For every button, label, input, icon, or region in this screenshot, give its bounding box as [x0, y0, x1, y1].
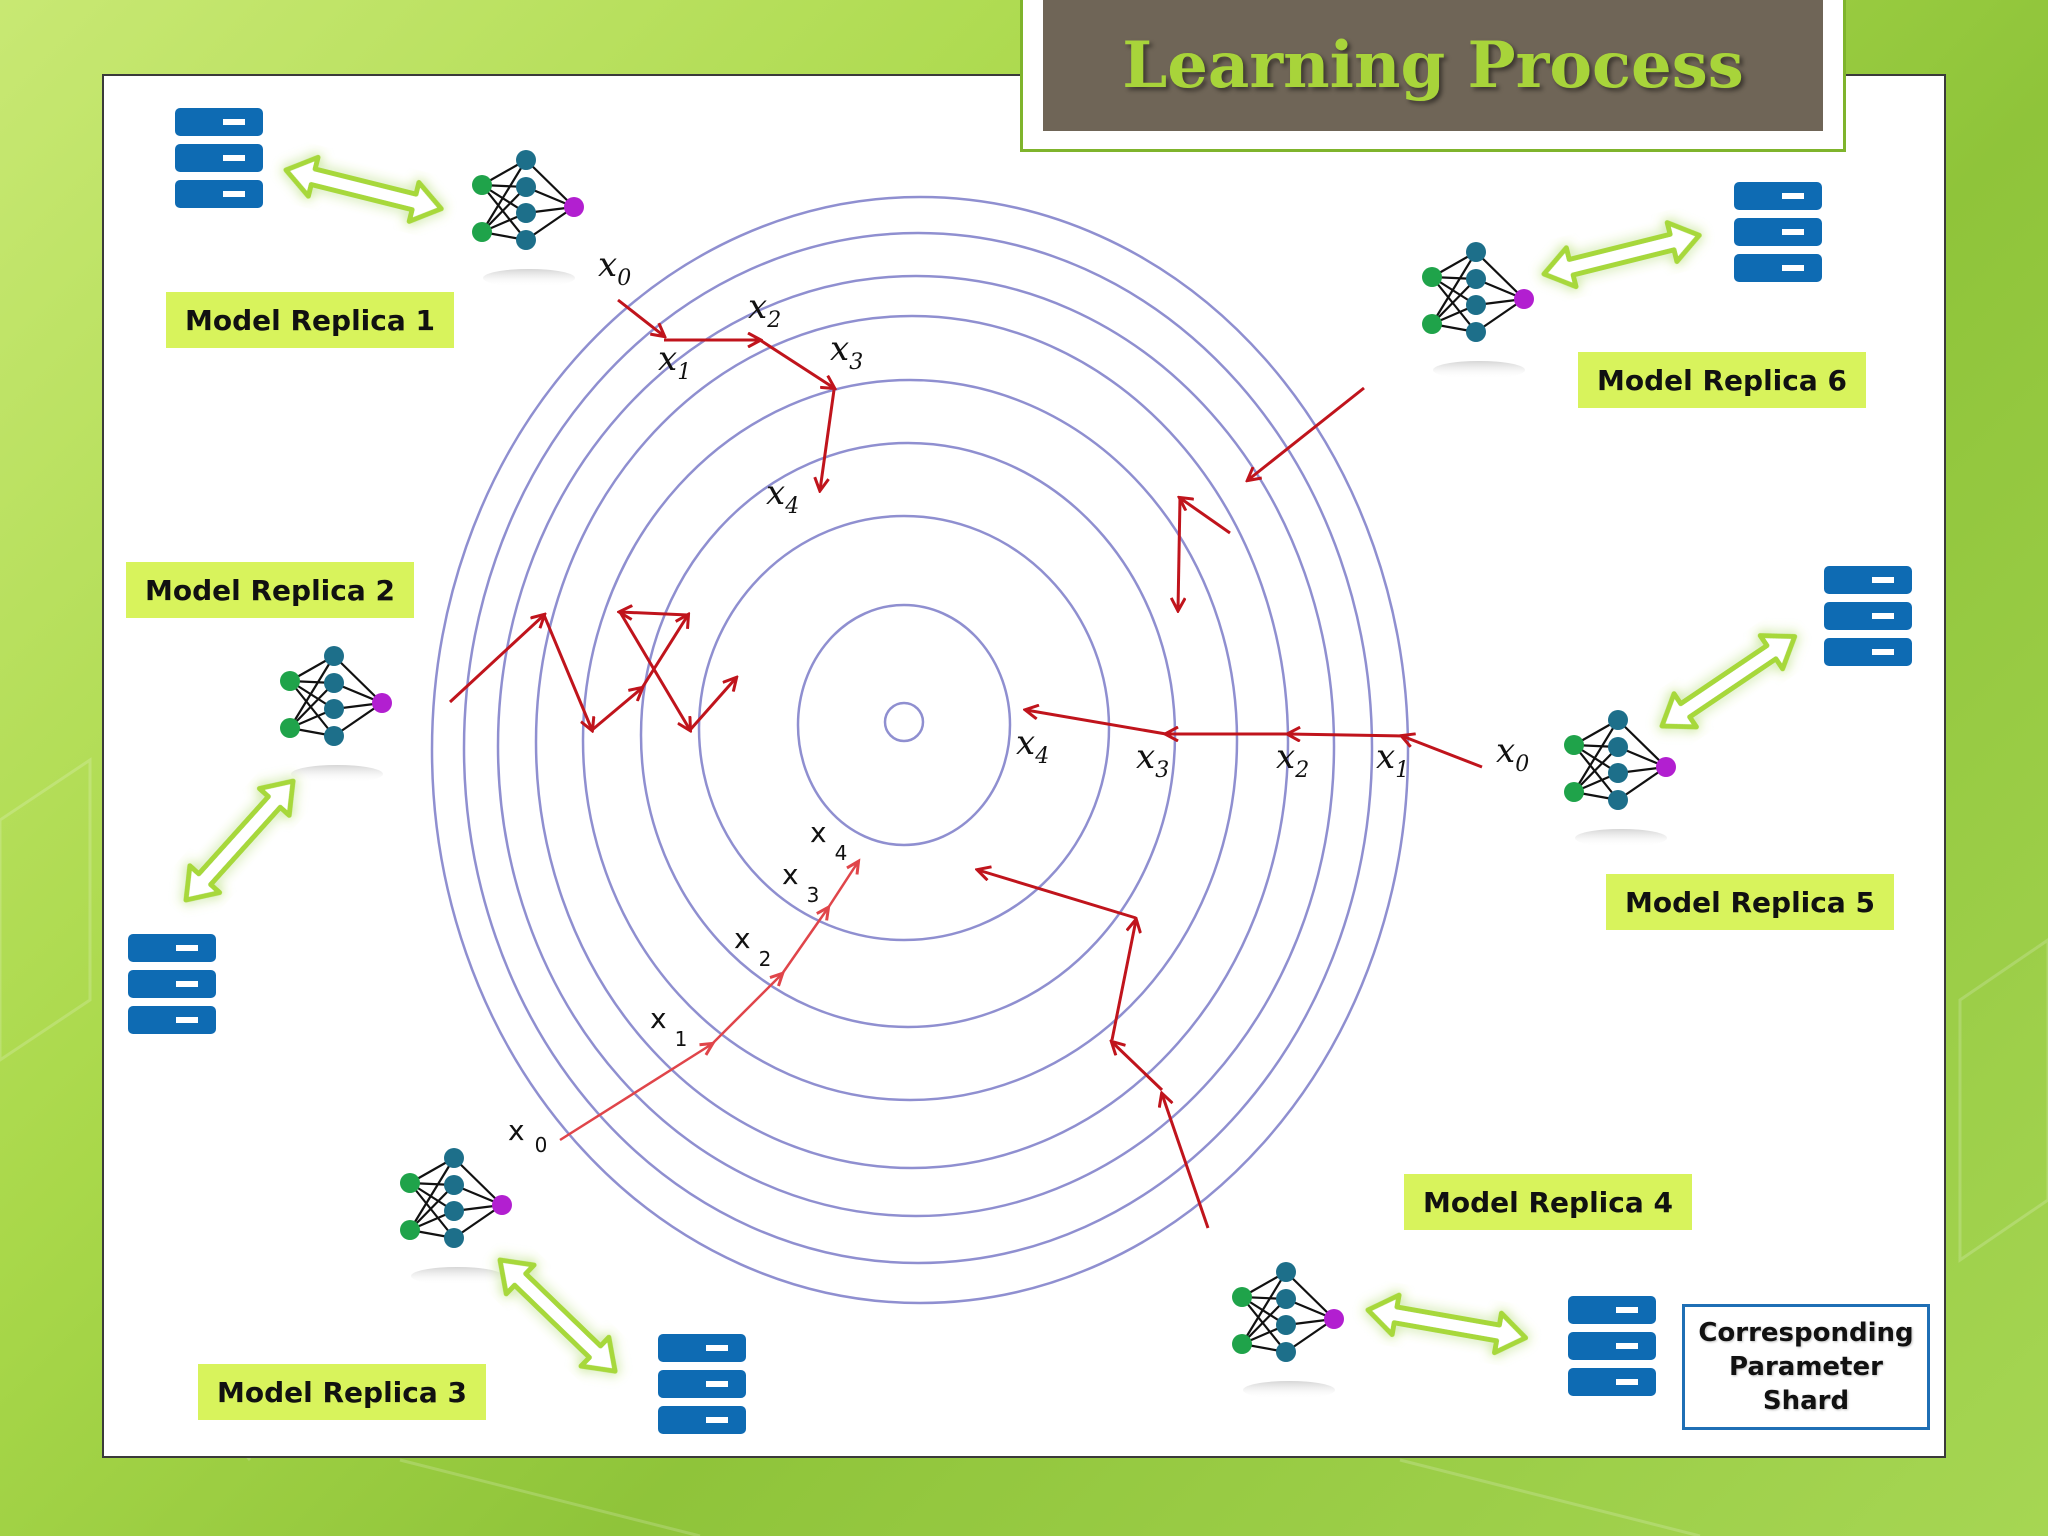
- replica-1-group: [175, 108, 586, 289]
- replica-label-6: Model Replica 6: [1578, 352, 1866, 408]
- replica-5-group: [1562, 566, 1912, 849]
- sync-arrow-icon: [1539, 216, 1704, 294]
- svg-text:x0: x0: [1496, 731, 1529, 777]
- descent-path-replica-5: [1026, 710, 1483, 769]
- legend-line-2: Parameter: [1729, 1352, 1883, 1382]
- neural-network-icon: [1420, 240, 1536, 381]
- contour-4: [581, 378, 1239, 1102]
- svg-text:x1: x1: [650, 1002, 687, 1051]
- descent-path-replica-1: [617, 298, 834, 490]
- replica-2-group: [128, 644, 394, 1034]
- neural-network-icon: [1562, 708, 1678, 849]
- replica-4-group: [1230, 1260, 1656, 1401]
- sync-arrow-icon: [281, 151, 446, 229]
- legend-line-3: Shard: [1762, 1386, 1850, 1416]
- descent-path-replica-4: [978, 870, 1210, 1229]
- replica-label-5: Model Replica 5: [1606, 874, 1894, 930]
- descent-path-replica-3: [559, 862, 858, 1142]
- sync-arrow-icon: [1651, 620, 1806, 743]
- parameter-server-icon: [1824, 566, 1912, 666]
- replica-6-group: [1420, 182, 1822, 381]
- contour-2: [697, 514, 1111, 942]
- svg-text:x2: x2: [748, 287, 781, 333]
- parameter-server-icon: [1734, 182, 1822, 282]
- contour-8: [430, 195, 1410, 1305]
- svg-text:x2: x2: [1276, 737, 1309, 783]
- svg-text:x1: x1: [658, 339, 691, 385]
- svg-text:x0: x0: [508, 1114, 547, 1157]
- loss-contours: [430, 195, 1410, 1305]
- legend-parameter-shard: Corresponding Parameter Shard: [1682, 1304, 1930, 1430]
- parameter-server-icon: [175, 108, 263, 208]
- svg-text:x4: x4: [1016, 723, 1049, 769]
- contour-6: [496, 274, 1336, 1218]
- svg-text:x4: x4: [766, 473, 799, 519]
- neural-network-icon: [1230, 1260, 1346, 1401]
- svg-text:x2: x2: [734, 922, 771, 971]
- descent-path-replica-2: [448, 612, 736, 730]
- contour-1: [796, 603, 1012, 847]
- svg-text:x0: x0: [598, 245, 631, 291]
- svg-text:x1: x1: [1376, 737, 1409, 783]
- neural-network-icon: [398, 1146, 514, 1287]
- iterate-labels-replica-5: x0 x1 x2 x3 x4: [1016, 723, 1529, 783]
- parameter-server-icon: [128, 934, 216, 1034]
- replica-label-4: Model Replica 4: [1404, 1174, 1692, 1230]
- svg-text:x3: x3: [830, 329, 863, 375]
- sync-arrow-icon: [486, 1246, 629, 1386]
- sync-arrow-icon: [1365, 1290, 1530, 1357]
- descent-path-replica-6: [1178, 386, 1365, 610]
- title-banner-inner: Learning Process: [1043, 0, 1823, 131]
- page-title: Learning Process: [1122, 28, 1744, 103]
- title-banner: Learning Process: [1020, 0, 1846, 152]
- parameter-server-icon: [658, 1334, 746, 1434]
- legend-line-1: Corresponding: [1698, 1318, 1914, 1348]
- contour-7: [462, 231, 1374, 1265]
- sync-arrow-icon: [171, 768, 308, 914]
- iterate-labels-replica-1: x0 x1 x2 x3 x4: [598, 245, 863, 519]
- replica-label-3: Model Replica 3: [198, 1364, 486, 1420]
- replica-label-2: Model Replica 2: [126, 562, 414, 618]
- neural-network-icon: [470, 148, 586, 289]
- contour-minimum: [883, 701, 925, 743]
- svg-text:x4: x4: [810, 816, 847, 865]
- parameter-server-icon: [1568, 1296, 1656, 1396]
- replica-label-1: Model Replica 1: [166, 292, 454, 348]
- svg-text:x3: x3: [782, 858, 819, 907]
- neural-network-icon: [278, 644, 394, 785]
- svg-text:x3: x3: [1136, 737, 1169, 783]
